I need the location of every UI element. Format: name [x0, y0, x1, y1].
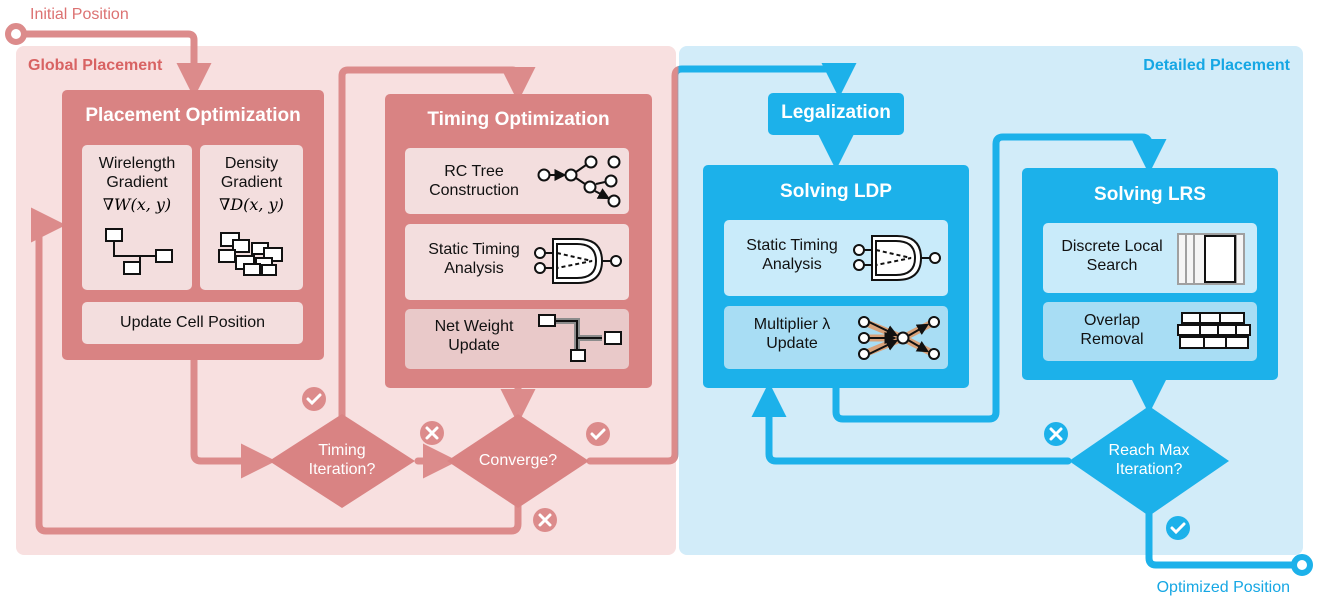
legalization-box: [768, 93, 904, 135]
end-node-icon: [1291, 554, 1313, 576]
multiplier-update-box: [724, 306, 948, 369]
arrow-converge-loop-back: [31, 207, 522, 535]
reach-max-iteration-label: Reach Max Iteration?: [1108, 442, 1190, 478]
arrow-ldp-to-lrs: [832, 133, 1167, 423]
ldp-sta-gate-icon: [853, 235, 941, 281]
density-gradient-formula: ∇D(x, y): [219, 195, 284, 214]
solving-lrs-title: Solving LRS: [1094, 184, 1206, 205]
timing-yes-check-icon: [302, 387, 326, 411]
reach-max-no-cross-icon: [1044, 422, 1068, 446]
static-timing-label: Static Timing Analysis: [428, 241, 520, 277]
ldp-static-timing-label: Static Timing Analysis: [746, 237, 838, 273]
wirelength-gradient-label: Wirelength Gradient: [98, 155, 176, 191]
initial-position-label: Initial Position: [30, 6, 129, 23]
arrow-reach-max-loop-back: [751, 382, 1072, 465]
arrow-timing-iteration-to-timing-opt: [338, 66, 536, 420]
reach-max-iteration-diamond: [1069, 406, 1229, 516]
multiplier-update-label: Multiplier λ Update: [753, 316, 831, 352]
overlap-removal-label: Overlap Removal: [1080, 312, 1144, 348]
arrow-placement-to-timing-iteration: [190, 356, 276, 479]
multiplier-network-icon: [858, 316, 940, 360]
timing-optimization-title: Timing Optimization: [427, 109, 610, 130]
wirelength-net-icon: [105, 228, 173, 275]
detailed-placement-title: Detailed Placement: [1143, 57, 1290, 74]
rc-tree-box: [405, 148, 629, 214]
arrow-initial-to-placement: [12, 30, 212, 98]
converge-label: Converge?: [478, 452, 558, 469]
sta-gate-icon: [534, 238, 622, 284]
start-node-icon: [5, 23, 27, 45]
timing-iteration-label: Timing Iteration?: [308, 442, 376, 478]
arrow-converge-to-legalization: [586, 63, 857, 465]
discrete-local-search-label: Discrete Local Search: [1061, 238, 1163, 274]
net-weight-icon: [538, 314, 622, 362]
wirelength-gradient-formula: ∇W(x, y): [102, 195, 172, 214]
global-placement-title: Global Placement: [28, 57, 163, 74]
converge-yes-check-icon: [586, 422, 610, 446]
solving-ldp-title: Solving LDP: [780, 181, 892, 202]
update-cell-position-box: [82, 302, 303, 344]
arrow-reach-max-to-output: [1145, 508, 1300, 569]
rc-tree-icon: [537, 155, 621, 208]
net-weight-label: Net Weight Update: [434, 318, 514, 354]
rc-tree-label: RC Tree Construction: [429, 163, 519, 199]
timing-no-cross-icon: [420, 421, 444, 445]
reach-max-yes-check-icon: [1166, 516, 1190, 540]
density-gradient-label: Density Gradient: [220, 155, 283, 191]
converge-diamond: [447, 414, 589, 508]
optimized-position-label: Optimized Position: [1156, 579, 1290, 596]
timing-iteration-diamond: [269, 414, 415, 508]
overlap-removal-bricks-icon: [1177, 312, 1251, 349]
density-cells-icon: [218, 232, 283, 276]
update-cell-position-label: Update Cell Position: [120, 314, 265, 331]
legalization-title: Legalization: [781, 102, 891, 123]
local-search-window-icon: [1177, 233, 1245, 285]
converge-no-cross-icon: [533, 508, 557, 532]
placement-optimization-title: Placement Optimization: [85, 105, 301, 126]
